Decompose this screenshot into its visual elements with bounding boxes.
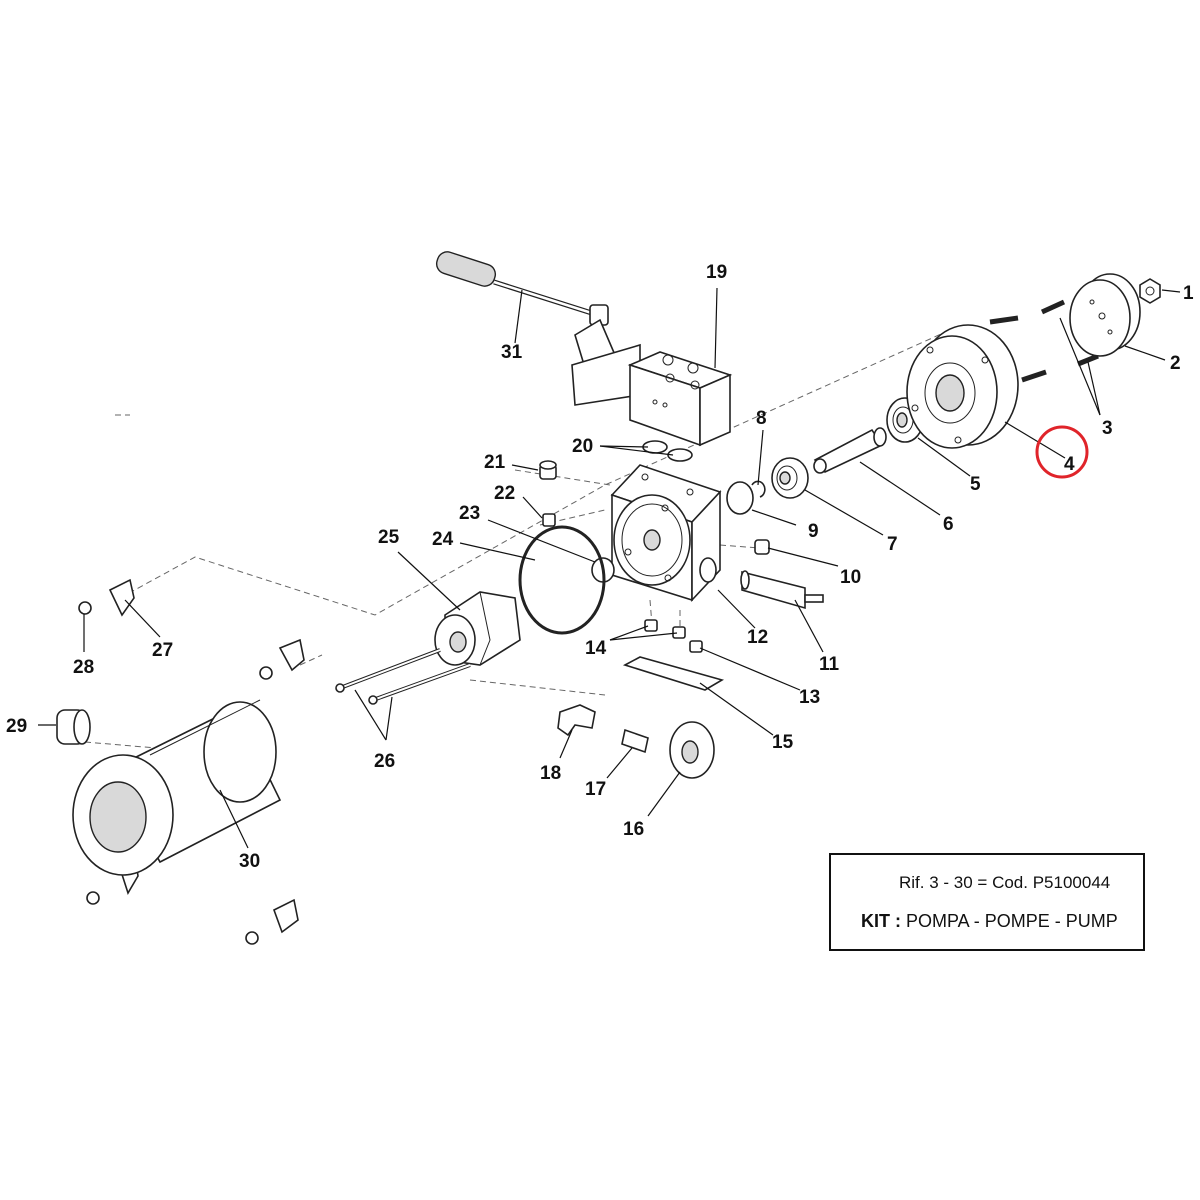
part-20-orings xyxy=(642,440,693,462)
part-22-plug xyxy=(542,513,556,527)
part-2-pulley xyxy=(1069,273,1141,357)
part-6-shaft xyxy=(813,427,887,474)
part-1-nut xyxy=(1139,278,1161,304)
callout-26: 26 xyxy=(374,751,395,772)
callout-17: 17 xyxy=(585,779,606,800)
callout-10: 10 xyxy=(840,567,861,588)
part-15-plate xyxy=(622,656,725,691)
kit-code: P5100044 xyxy=(1032,873,1111,892)
callout-20: 20 xyxy=(572,436,593,457)
part-18-elbow xyxy=(557,704,596,737)
callout-2: 2 xyxy=(1170,353,1181,374)
callout-22: 22 xyxy=(494,483,515,504)
callout-28: 28 xyxy=(73,657,94,678)
kit-description: POMPA - POMPE - PUMP xyxy=(906,911,1118,931)
part-14-nuts xyxy=(644,619,686,639)
part-13-nut xyxy=(689,640,703,653)
part-30-tank xyxy=(72,699,282,876)
callout-3: 3 xyxy=(1102,418,1113,439)
kit-label: KIT : xyxy=(861,911,901,931)
callout-7: 7 xyxy=(887,534,898,555)
part-21-plug xyxy=(539,460,557,480)
part-4-flange xyxy=(906,324,1019,449)
callout-25: 25 xyxy=(378,527,400,548)
kit-info-box: Rif. 3 - 30 = Cod. P5100044 KIT : POMPA … xyxy=(829,853,1145,951)
part-7-bearing xyxy=(771,457,809,499)
callout-15: 15 xyxy=(772,732,794,753)
callout-11: 11 xyxy=(819,654,840,675)
callout-4: 4 xyxy=(1064,454,1075,475)
part-9-snap-ring xyxy=(726,481,754,515)
callout-27: 27 xyxy=(152,640,173,661)
callout-5: 5 xyxy=(970,474,981,495)
callout-30: 30 xyxy=(239,851,260,872)
callout-31: 31 xyxy=(501,342,523,363)
part-19-valve xyxy=(571,318,733,447)
part-31-lever xyxy=(435,251,609,326)
part-11-relief-valve xyxy=(740,570,824,610)
callout-14: 14 xyxy=(585,638,607,659)
part-25-gear-pump xyxy=(434,591,521,666)
callout-9: 9 xyxy=(808,521,819,542)
part-29-cap xyxy=(56,709,91,745)
callout-1: 1 xyxy=(1183,283,1194,304)
callout-16: 16 xyxy=(623,819,644,840)
part-17-fitting xyxy=(621,728,649,754)
leader-lines xyxy=(38,287,1181,849)
highlight-circle xyxy=(1035,425,1089,479)
callout-13: 13 xyxy=(799,687,820,708)
callout-12: 12 xyxy=(747,627,768,648)
callout-6: 6 xyxy=(943,514,954,535)
callout-8: 8 xyxy=(756,408,767,429)
part-8-circlip xyxy=(751,480,766,498)
part-26-tie-rods xyxy=(335,648,471,705)
part-3-screws xyxy=(989,299,1099,383)
kit-reference-line: Rif. 3 - 30 = Cod. P5100044 xyxy=(899,873,1110,893)
part-24-large-oring xyxy=(518,525,606,635)
callout-numbers: 1 2 3 4 5 6 7 8 9 10 11 12 13 14 15 16 1… xyxy=(6,262,1194,872)
callout-18: 18 xyxy=(540,763,561,784)
callout-19: 19 xyxy=(706,262,727,283)
kit-reference-text: Rif. 3 - 30 = Cod. xyxy=(899,873,1028,892)
part-28-screws xyxy=(78,601,273,945)
callout-24: 24 xyxy=(432,529,454,550)
callout-23: 23 xyxy=(459,503,480,524)
part-16-washer xyxy=(669,721,715,779)
assembly-axis-lines xyxy=(84,329,951,751)
part-12-pump-body xyxy=(610,464,722,603)
callout-29: 29 xyxy=(6,716,27,737)
part-10-plug xyxy=(754,539,770,555)
callout-21: 21 xyxy=(484,452,506,473)
kit-title-line: KIT : POMPA - POMPE - PUMP xyxy=(861,911,1118,932)
